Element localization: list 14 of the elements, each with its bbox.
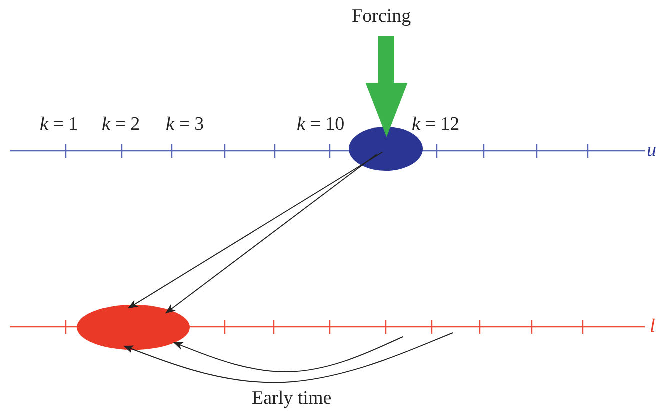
index-label: k = 10 (297, 114, 345, 136)
arrow (173, 336, 404, 372)
axis-label: l (650, 316, 656, 338)
caption-text: Early time (252, 388, 332, 410)
arrow (124, 332, 454, 384)
arrow (165, 154, 378, 314)
forcing-label: Forcing (352, 6, 412, 28)
axis-label: u (647, 140, 656, 162)
arrow (128, 152, 384, 309)
index-label: k = 2 (102, 114, 140, 136)
index-label: k = 12 (412, 114, 460, 136)
index-label: k = 1 (40, 114, 78, 136)
block-arrow (366, 36, 408, 138)
index-label: k = 3 (166, 114, 204, 136)
